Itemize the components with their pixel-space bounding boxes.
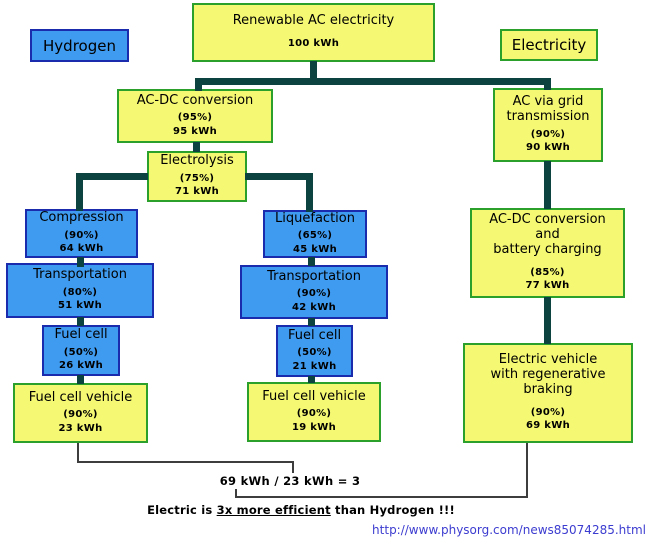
node-kwh: 51 kWh (58, 300, 102, 312)
connector-grid-acdc (544, 161, 551, 209)
node-pct: (90%) (296, 288, 332, 300)
connector-electrolysis-left-down (76, 173, 83, 211)
node-pct: (90%) (63, 409, 98, 421)
node-pct: (90%) (64, 229, 99, 241)
legend-electricity-label: Electricity (511, 36, 587, 54)
connector-liquefaction-transportation (308, 257, 315, 266)
node-pct: (75%) (179, 172, 215, 184)
node-pct: (50%) (297, 347, 332, 359)
connector-acdc-ev (544, 297, 551, 344)
connector-electrolysis-right-bar (245, 173, 313, 180)
connector-electrolysis-right-down (306, 173, 313, 212)
node-kwh: 21 kWh (292, 360, 337, 372)
node-pct: (90%) (530, 128, 566, 140)
node-title-line: battery charging (493, 241, 602, 257)
bracket-ev-horizontal (235, 496, 528, 498)
node-liquefaction: Liquefaction (65%) 45 kWh (263, 210, 367, 258)
conclusion-prefix: Electric is (147, 503, 217, 517)
node-acdc-conversion: AC-DC conversion (95%) 95 kWh (117, 89, 273, 143)
node-fuel-cell-vehicle-liquid: Fuel cell vehicle (90%) 19 kWh (247, 382, 381, 442)
bracket-ev-down (526, 443, 528, 498)
conclusion-text: Electric is 3x more efficient than Hydro… (120, 503, 482, 517)
node-kwh: 71 kWh (175, 186, 219, 198)
node-electrolysis: Electrolysis (75%) 71 kWh (147, 151, 247, 202)
node-title-line: braking (523, 381, 573, 397)
node-kwh: 42 kWh (292, 301, 336, 313)
node-pct: (90%) (530, 406, 566, 418)
node-title: Liquefaction (275, 210, 355, 226)
bracket-fcv-down (77, 443, 79, 463)
node-pct: (80%) (62, 286, 98, 298)
node-title: Fuel cell vehicle (262, 388, 366, 404)
efficiency-equation: 69 kWh / 23 kWh = 3 (219, 474, 361, 488)
connector-compression-transportation (77, 257, 84, 267)
bracket-to-equation (292, 461, 294, 473)
node-title: Electrolysis (160, 153, 234, 169)
node-title-line: and (535, 227, 560, 243)
node-pct: (95%) (177, 112, 213, 124)
source-url-link[interactable]: http://www.physorg.com/news85074285.html (372, 523, 646, 537)
node-title: AC-DC conversion (136, 92, 254, 108)
conclusion-suffix: than Hydrogen !!! (330, 503, 455, 517)
node-kwh: 69 kWh (526, 420, 570, 432)
node-kwh: 90 kWh (526, 142, 570, 154)
node-kwh: 64 kWh (59, 243, 104, 255)
connector-split-right-stub (544, 78, 551, 90)
node-fuel-cell-liquid: Fuel cell (50%) 21 kWh (276, 325, 353, 377)
node-pct: (50%) (63, 346, 99, 358)
connector-fuelcell-vehicle-2 (308, 376, 315, 383)
connector-transportation-fuelcell (77, 317, 84, 326)
node-electric-vehicle: Electric vehicle with regenerative braki… (463, 343, 633, 443)
node-title-line: with regenerative (490, 367, 606, 383)
node-kwh: 95 kWh (173, 125, 217, 137)
bracket-fcv-horizontal (77, 461, 294, 463)
legend-electricity: Electricity (500, 29, 598, 61)
node-transportation-liquid: Transportation (90%) 42 kWh (240, 265, 388, 319)
node-title: Fuel cell (287, 327, 342, 343)
legend-hydrogen: Hydrogen (30, 29, 129, 62)
connector-acdc-electrolysis (193, 142, 200, 152)
node-title-line: AC via grid (512, 94, 584, 110)
node-kwh: 77 kWh (525, 280, 570, 292)
node-pct: (85%) (530, 266, 565, 278)
node-title-line: transmission (506, 109, 590, 124)
node-kwh: 23 kWh (58, 422, 103, 434)
node-kwh: 100 kWh (287, 38, 340, 50)
node-compression: Compression (90%) 64 kWh (25, 209, 138, 258)
node-transportation-compressed: Transportation (80%) 51 kWh (6, 263, 154, 318)
bracket-equation-down (235, 489, 237, 498)
node-renewable-ac-electricity: Renewable AC electricity 100 kWh (192, 3, 435, 62)
connector-transportation-fuelcell-2 (308, 318, 315, 326)
node-title: Transportation (33, 267, 127, 283)
connector-split-left-stub (195, 78, 202, 91)
connector-source-down (310, 61, 317, 81)
node-pct: (65%) (297, 230, 333, 242)
node-title-line: AC-DC conversion (489, 212, 606, 228)
node-title: Compression (39, 210, 124, 226)
connector-top-split-bar (195, 78, 551, 85)
node-kwh: 19 kWh (292, 421, 336, 433)
legend-hydrogen-label: Hydrogen (43, 36, 116, 55)
node-title: Renewable AC electricity (232, 13, 395, 29)
node-title: Transportation (267, 268, 361, 284)
node-title: Fuel cell (54, 327, 108, 343)
node-title: Fuel cell vehicle (28, 389, 133, 405)
node-fuel-cell-vehicle-compressed: Fuel cell vehicle (90%) 23 kWh (13, 383, 148, 443)
connector-fuelcell-vehicle (77, 375, 84, 384)
conclusion-underlined: 3x more efficient (216, 503, 331, 517)
node-pct: (90%) (296, 408, 332, 420)
node-acdc-battery-charging: AC-DC conversion and battery charging (8… (470, 208, 625, 298)
node-kwh: 45 kWh (293, 243, 337, 255)
node-fuel-cell-compressed: Fuel cell (50%) 26 kWh (42, 325, 120, 376)
connector-electrolysis-left-bar (76, 173, 148, 180)
node-ac-grid-transmission: AC via grid transmission (90%) 90 kWh (493, 88, 603, 162)
node-kwh: 26 kWh (59, 360, 103, 372)
node-title-line: Electric vehicle (498, 352, 598, 368)
